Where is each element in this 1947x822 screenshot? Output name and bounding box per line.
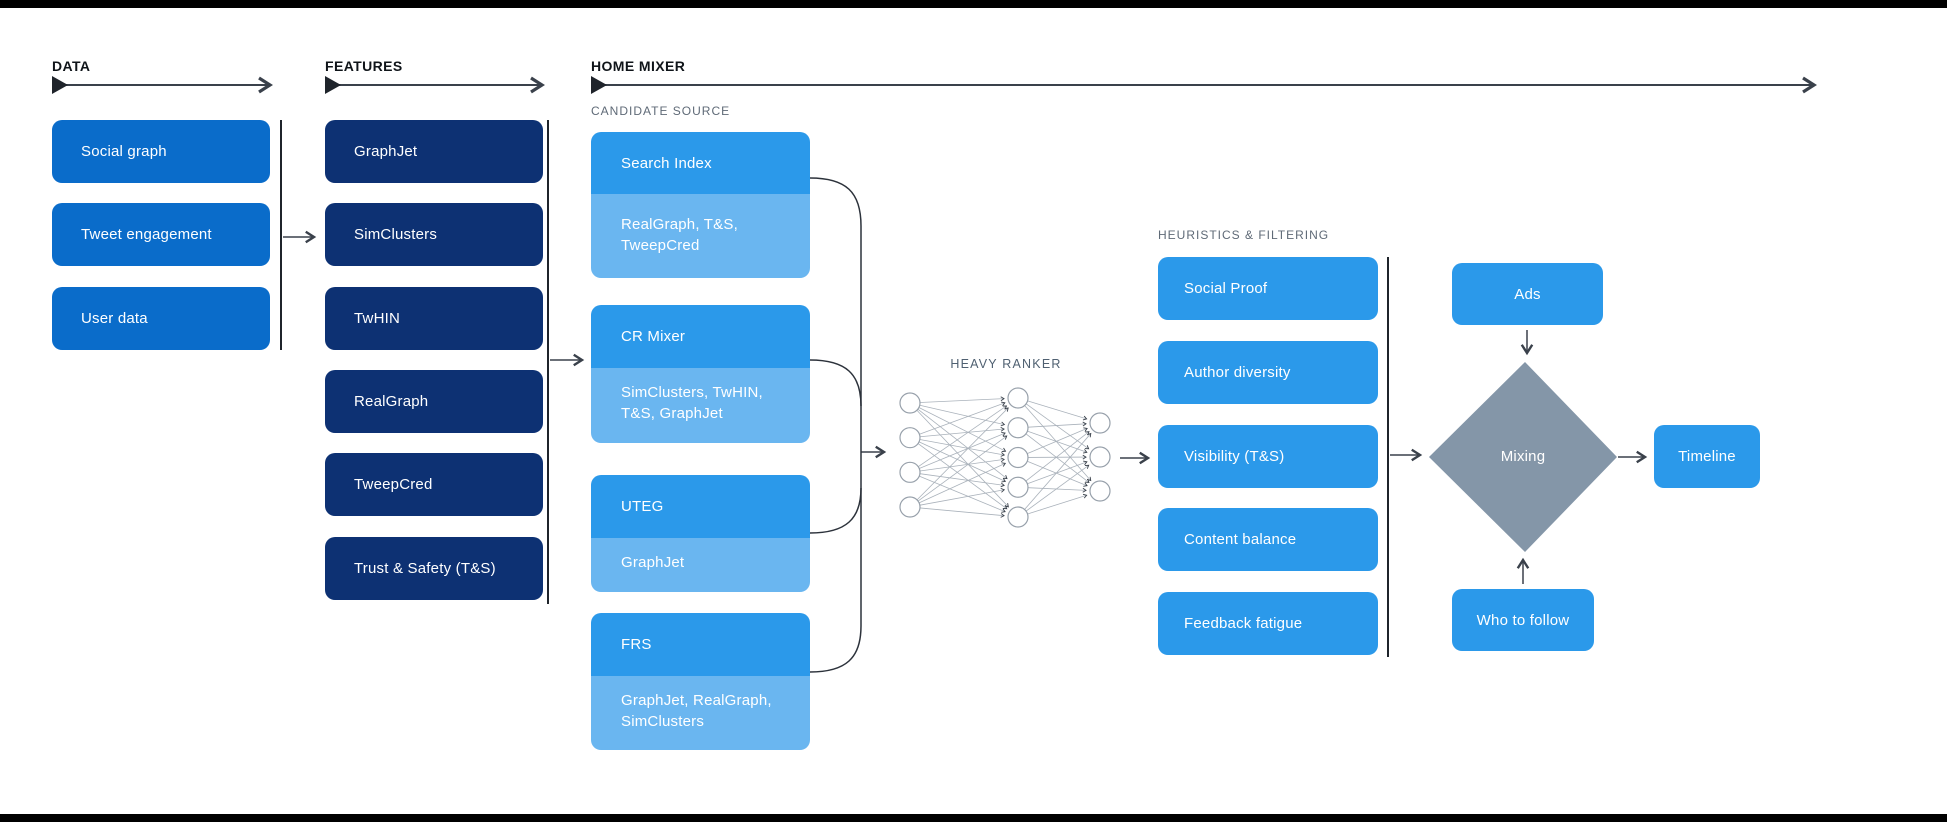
heuristics-filtering-label: HEURISTICS & FILTERING: [1158, 228, 1330, 242]
who-to-follow-box: Who to follow: [1452, 589, 1594, 651]
candidate-search-index-sources: RealGraph, T&S, TweepCred: [591, 194, 810, 278]
network-node: [899, 461, 921, 483]
data-box-user-data: User data: [52, 287, 270, 350]
network-node: [899, 427, 921, 449]
top-letterbox-bar: [0, 0, 1947, 8]
candidate-frs-title: FRS: [591, 613, 810, 676]
features-box-realgraph: RealGraph: [325, 370, 543, 433]
features-box-graphjet: GraphJet: [325, 120, 543, 183]
candidate-frs-sources: GraphJet, RealGraph, SimClusters: [591, 676, 810, 750]
network-node: [1089, 480, 1111, 502]
network-node: [1007, 506, 1029, 528]
network-node: [899, 392, 921, 414]
data-box-social-graph: Social graph: [52, 120, 270, 183]
ads-box: Ads: [1452, 263, 1603, 325]
data-section-label: DATA: [52, 58, 91, 74]
cr-mixer-connector: [809, 359, 862, 407]
network-node: [1089, 446, 1111, 468]
mixing-diamond-label: Mixing: [1500, 448, 1546, 465]
candidate-uteg-sources: GraphJet: [591, 538, 810, 592]
heuristics-box-social-proof: Social Proof: [1158, 257, 1378, 320]
features-box-simclusters: SimClusters: [325, 203, 543, 266]
heuristics-box-visibility: Visibility (T&S): [1158, 425, 1378, 488]
candidate-uteg-title: UTEG: [591, 475, 810, 538]
data-box-tweet-engagement: Tweet engagement: [52, 203, 270, 266]
uteg-connector: [809, 487, 862, 534]
bottom-letterbox-bar: [0, 814, 1947, 822]
search-index-connector: [809, 177, 862, 227]
home-mixer-section-label: HOME MIXER: [591, 58, 686, 74]
timeline-box: Timeline: [1654, 425, 1760, 488]
candidate-source-label: CANDIDATE SOURCE: [591, 104, 731, 118]
network-node: [1089, 412, 1111, 434]
candidate-search-index-title: Search Index: [591, 132, 810, 194]
candidate-cr-mixer-title: CR Mixer: [591, 305, 810, 368]
heuristics-box-author-diversity: Author diversity: [1158, 341, 1378, 404]
candidate-collector: [809, 177, 862, 673]
candidate-cr-mixer-sources: SimClusters, TwHIN, T&S, GraphJet: [591, 368, 810, 443]
features-box-trust-safety: Trust & Safety (T&S): [325, 537, 543, 600]
network-node: [899, 496, 921, 518]
flow-arrows: [283, 230, 1648, 584]
frs-connector: [809, 625, 862, 673]
heuristics-box-content-balance: Content balance: [1158, 508, 1378, 571]
network-node: [1007, 387, 1029, 409]
features-box-twhin: TwHIN: [325, 287, 543, 350]
network-node: [1007, 417, 1029, 439]
divider-lines: [280, 120, 1389, 657]
mixing-diamond: [1429, 362, 1617, 552]
heuristics-box-feedback-fatigue: Feedback fatigue: [1158, 592, 1378, 655]
features-box-tweepcred: TweepCred: [325, 453, 543, 516]
heavy-ranker-network: [899, 387, 1111, 528]
features-section-label: FEATURES: [325, 58, 403, 74]
heavy-ranker-label: HEAVY RANKER: [950, 357, 1062, 371]
network-node: [1007, 476, 1029, 498]
network-node: [1007, 446, 1029, 469]
